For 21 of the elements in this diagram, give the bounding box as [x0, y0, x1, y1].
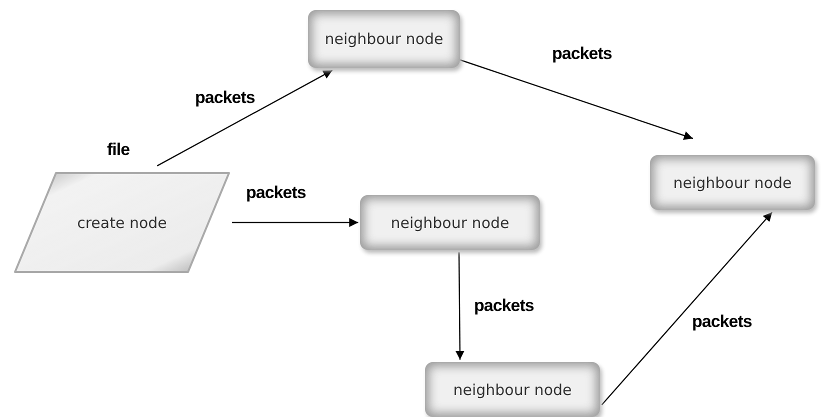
edge-label: packets	[690, 312, 754, 332]
edge-label: packets	[193, 88, 257, 108]
node-label: neighbour node	[390, 214, 510, 232]
parallelogram-node	[12, 170, 232, 275]
edge-label: packets	[550, 44, 614, 64]
process-box	[650, 155, 815, 210]
process-box	[425, 362, 600, 417]
node-label: neighbour node	[324, 30, 444, 48]
node-caption: file	[106, 140, 131, 160]
arrow	[460, 59, 694, 140]
node-label: neighbour node	[453, 380, 572, 398]
arrow	[601, 212, 773, 406]
process-box	[360, 195, 540, 250]
node-label: neighbour node	[673, 174, 792, 192]
arrow	[156, 70, 333, 166]
edge-label: packets	[244, 183, 308, 203]
arrow	[455, 252, 464, 360]
node-label: create node	[77, 214, 167, 232]
process-box	[308, 10, 460, 68]
arrow	[232, 218, 358, 227]
edge-label: packets	[472, 296, 536, 316]
